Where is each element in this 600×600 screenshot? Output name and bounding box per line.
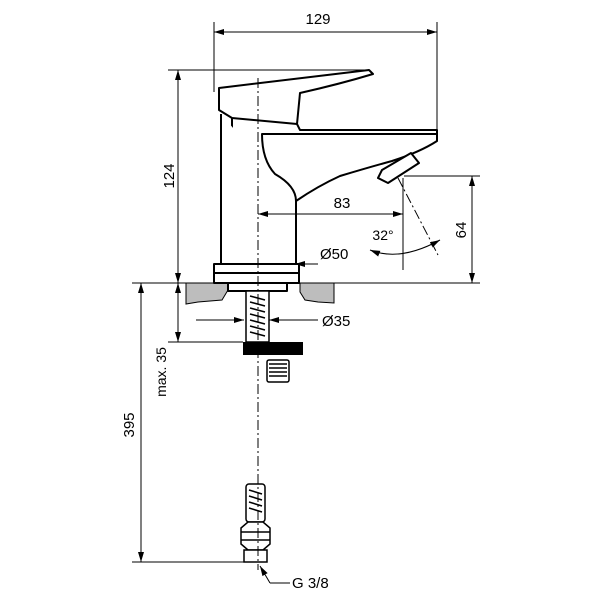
dim-hose-length: 395 bbox=[121, 412, 138, 437]
dim-max-deck-thickness: max. 35 bbox=[153, 347, 169, 397]
dim-spout-height: 64 bbox=[453, 222, 470, 239]
dimension-lines bbox=[132, 22, 480, 584]
hose-connector bbox=[266, 359, 290, 383]
hose-end-fitting bbox=[240, 483, 271, 563]
dim-spout-reach: 83 bbox=[334, 195, 351, 212]
aerator bbox=[377, 152, 420, 184]
lever-handle bbox=[218, 69, 374, 125]
dim-width-overall: 129 bbox=[305, 11, 330, 28]
dim-base-diameter: Ø50 bbox=[320, 246, 348, 263]
dim-height-tap: 124 bbox=[161, 163, 178, 188]
fixing-nut bbox=[243, 342, 303, 355]
tap-body bbox=[213, 69, 438, 292]
dim-angle: 32° bbox=[372, 227, 393, 243]
dim-connection-thread: G 3/8 bbox=[292, 575, 329, 592]
dim-shank-diameter: Ø35 bbox=[322, 313, 350, 330]
tap-column bbox=[220, 114, 438, 265]
